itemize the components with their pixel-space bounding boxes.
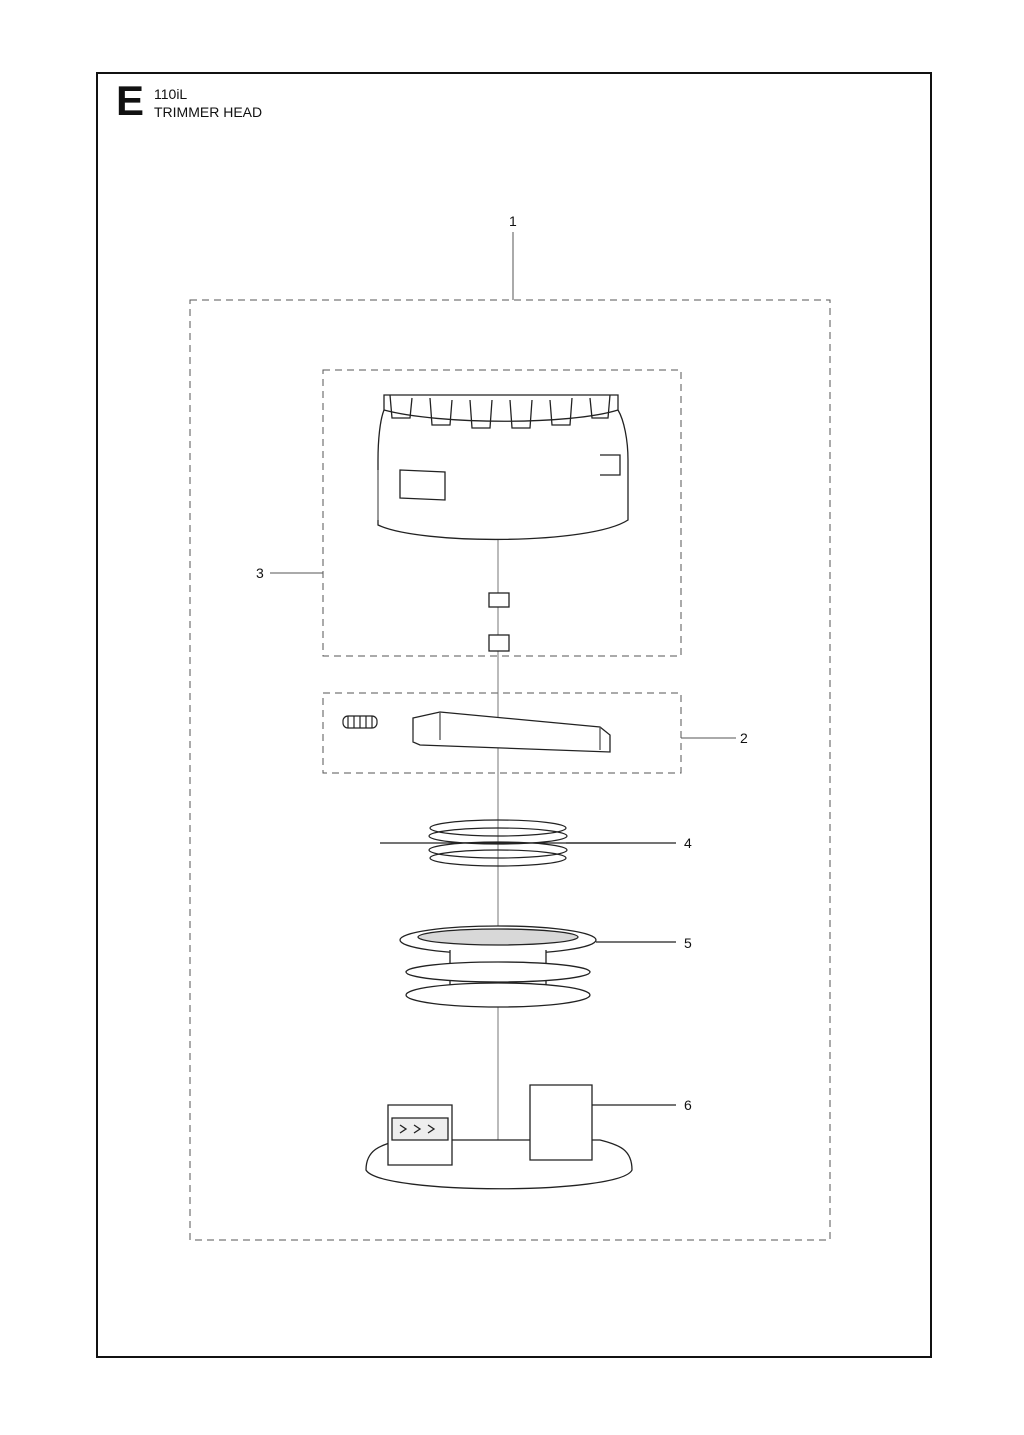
group-outline-3 bbox=[322, 369, 682, 657]
section-letter: E bbox=[116, 77, 145, 124]
assembly-outline bbox=[189, 299, 831, 1241]
callout-3: 3 bbox=[256, 565, 264, 581]
callout-1: 1 bbox=[509, 213, 517, 229]
callout-2: 2 bbox=[740, 730, 748, 746]
cover-housing bbox=[377, 394, 629, 541]
spool bbox=[399, 925, 676, 1008]
page-frame bbox=[96, 72, 932, 1358]
callout-4: 4 bbox=[684, 835, 692, 851]
model-name: 110iL bbox=[154, 86, 188, 102]
page-title: TRIMMER HEAD bbox=[154, 104, 263, 120]
callout-5: 5 bbox=[684, 935, 692, 951]
group-outline-2 bbox=[322, 692, 682, 774]
trimmer-line bbox=[380, 819, 676, 867]
bottom-housing bbox=[365, 1084, 676, 1190]
spring bbox=[342, 715, 378, 729]
bushing-lower bbox=[488, 634, 510, 652]
bushing-upper bbox=[488, 592, 510, 608]
callout-6: 6 bbox=[684, 1097, 692, 1113]
lock-slide bbox=[412, 711, 611, 753]
